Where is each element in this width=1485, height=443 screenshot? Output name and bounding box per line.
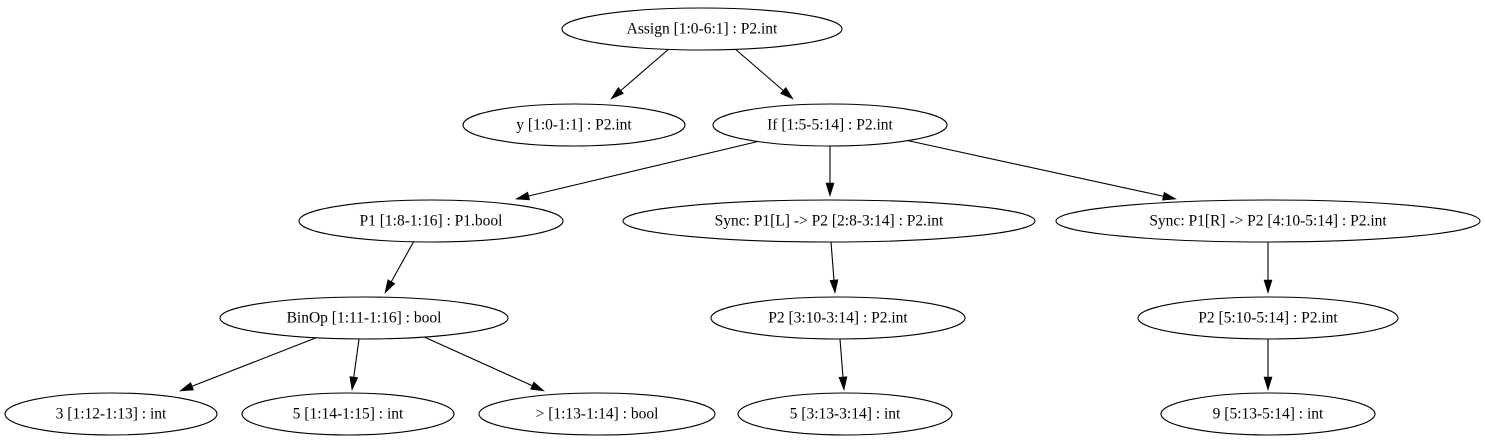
edge-p1-to-binop [384,240,415,294]
nodes-layer: Assign [1:0-6:1] : P2.int y [1:0-1:1] : P… [4,7,1481,436]
edge-arrowhead-icon [515,191,530,201]
node-ellipse [462,103,686,147]
edge-sync-l-to-p2-mid [829,241,839,295]
node-label: BinOp [1:11-1:16] : bool [287,310,442,327]
edge-sync-r-to-p2-right [1263,242,1273,295]
graph-node-gt[interactable]: > [1:13-1:14] : bool [478,392,716,436]
node-ellipse [1160,392,1376,436]
graph-node-three[interactable]: 3 [1:12-1:13] : int [4,392,218,436]
edges-layer [179,47,1273,392]
edge-arrowhead-icon [829,279,839,295]
graph-node-nine[interactable]: 9 [5:13-5:14] : int [1160,392,1376,436]
edge-arrowhead-icon [825,182,835,198]
node-label: P1 [1:8-1:16] : P1.bool [360,213,503,230]
edge-line [390,240,415,282]
graph-node-y[interactable]: y [1:0-1:1] : P2.int [462,103,686,147]
edge-arrowhead-icon [1162,191,1177,201]
node-label: Assign [1:0-6:1] : P2.int [627,21,778,38]
node-label: 5 [1:14-1:15] : int [293,406,404,423]
node-label: If [1:5-5:14] : P2.int [767,117,893,134]
edge-line [620,47,671,91]
edge-line [353,338,360,378]
graph-node-p2-right[interactable]: P2 [5:10-5:14] : P2.int [1137,296,1399,340]
edge-line [733,47,784,91]
graph-node-p1[interactable]: P1 [1:8-1:16] : P1.bool [298,199,564,243]
node-label: 5 [3:13-3:14] : int [790,406,901,423]
edge-binop-to-five-a [349,338,360,392]
graph-node-sync-l[interactable]: Sync: P1[L] -> P2 [2:8-3:14] : P2.int [622,199,1036,243]
edge-binop-to-three [179,336,319,392]
edge-p2-right-to-nine [1263,339,1273,392]
edge-arrowhead-icon [179,382,194,392]
edge-line [421,335,533,387]
node-ellipse [241,392,455,436]
edge-if-to-sync-l [825,146,835,198]
edge-line [904,139,1164,197]
node-label: y [1:0-1:1] : P2.int [516,117,632,134]
node-ellipse [561,7,843,51]
node-ellipse [4,392,218,436]
edge-p2-mid-to-five-b [838,338,848,392]
edge-arrowhead-icon [1263,279,1273,295]
graph-node-binop[interactable]: BinOp [1:11-1:16] : bool [219,296,509,340]
node-label: 3 [1:12-1:13] : int [56,406,167,423]
graph-node-five-b[interactable]: 5 [3:13-3:14] : int [737,392,953,436]
node-ellipse [1055,199,1481,243]
edge-binop-to-gt [421,335,545,392]
edge-arrowhead-icon [780,86,794,100]
edge-line [191,336,319,387]
node-ellipse [298,199,564,243]
edge-assign-to-if [733,47,794,100]
graph-node-if[interactable]: If [1:5-5:14] : P2.int [712,103,948,147]
node-ellipse [1137,296,1399,340]
edge-line [839,338,844,378]
edge-if-to-sync-r [904,139,1177,201]
graph-node-sync-r[interactable]: Sync: P1[R] -> P2 [4:10-5:14] : P2.int [1055,199,1481,243]
edge-arrowhead-icon [1263,376,1273,392]
node-ellipse [712,103,948,147]
node-ellipse [710,296,966,340]
node-label: P2 [5:10-5:14] : P2.int [1198,310,1338,327]
edge-line [830,241,835,281]
node-label: > [1:13-1:14] : bool [536,406,659,423]
graph-node-p2-mid[interactable]: P2 [3:10-3:14] : P2.int [710,296,966,340]
node-label: P2 [3:10-3:14] : P2.int [768,310,908,327]
edge-arrowhead-icon [838,376,848,392]
node-ellipse [622,199,1036,243]
node-ellipse [219,296,509,340]
edge-line [528,140,761,197]
node-label: Sync: P1[R] -> P2 [4:10-5:14] : P2.int [1149,213,1387,230]
graph-node-assign[interactable]: Assign [1:0-6:1] : P2.int [561,7,843,51]
edge-arrowhead-icon [349,376,359,392]
edge-arrowhead-icon [610,86,624,100]
edge-arrowhead-icon [530,381,545,392]
node-label: 9 [5:13-5:14] : int [1213,406,1324,423]
edge-arrowhead-icon [384,279,396,294]
edge-if-to-p1 [515,140,761,201]
node-label: Sync: P1[L] -> P2 [2:8-3:14] : P2.int [715,213,944,230]
edge-assign-to-y [610,47,671,100]
node-ellipse [737,392,953,436]
node-ellipse [478,392,716,436]
graph-node-five-a[interactable]: 5 [1:14-1:15] : int [241,392,455,436]
